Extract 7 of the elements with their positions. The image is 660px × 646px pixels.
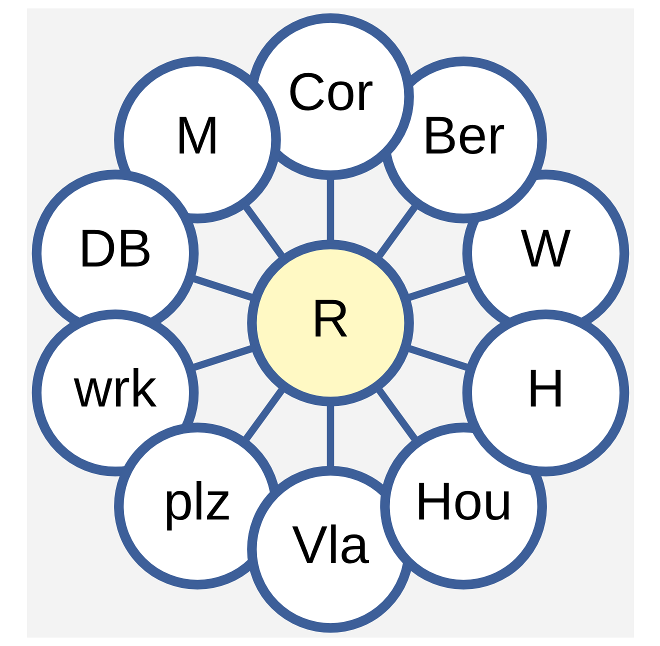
node-circle: wrk xyxy=(31,310,198,476)
node-circle: Hou xyxy=(380,422,546,590)
node-circle: H xyxy=(462,310,629,476)
node-circle: R xyxy=(246,240,414,406)
node-circle: plz xyxy=(114,422,280,590)
node-circle: M xyxy=(114,56,280,224)
node-circle: Vla xyxy=(246,466,414,633)
